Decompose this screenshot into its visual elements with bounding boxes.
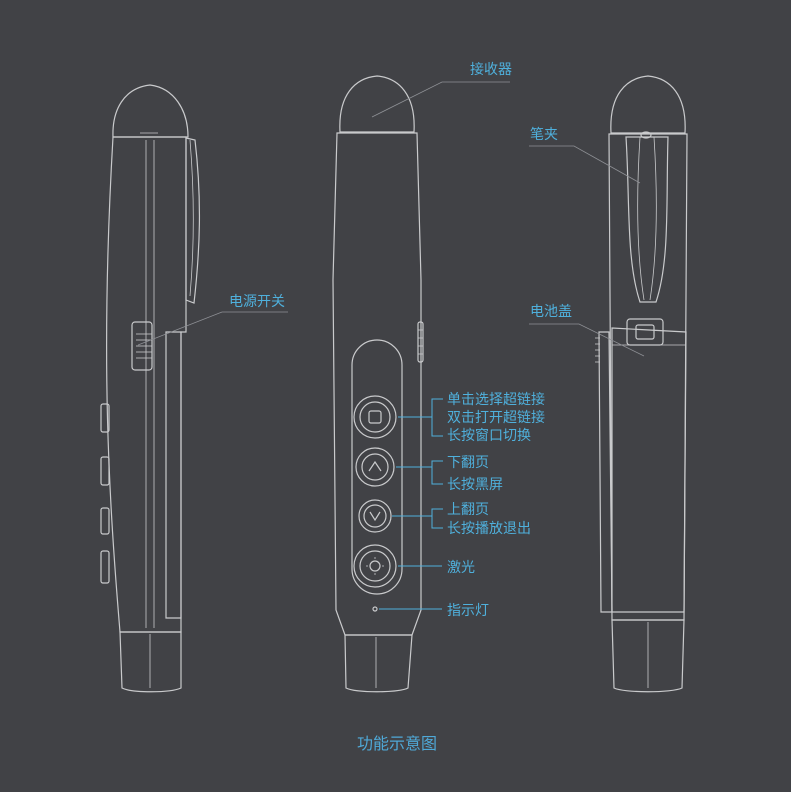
diagram-caption: 功能示意图: [357, 734, 437, 753]
label-battery-cover: 电池盖: [530, 304, 572, 320]
label-receiver: 接收器: [470, 61, 512, 78]
label-indicator: 指示灯: [447, 603, 489, 619]
label-power-switch: 电源开关: [229, 294, 285, 310]
side-view-pen: [100, 84, 288, 693]
label-page-up: 上翻页: [447, 502, 489, 518]
label-laser: 激光: [447, 559, 475, 576]
label-select-double-click: 双击打开超链接: [447, 409, 545, 426]
back-view-pen: [529, 75, 688, 693]
laser-button-drawing: [353, 544, 397, 588]
label-select-click: 单击选择超链接: [447, 391, 545, 408]
select-button-drawing: [353, 395, 397, 439]
front-view-pen: [332, 75, 510, 693]
label-black-screen: 长按黑屏: [447, 477, 503, 493]
up-button-drawing: [358, 499, 392, 533]
power-switch-ridges: [136, 333, 152, 359]
label-page-down: 下翻页: [447, 455, 489, 471]
down-button-drawing: [355, 447, 395, 487]
label-pen-clip: 笔夹: [530, 127, 558, 143]
label-play-exit: 长按播放退出: [447, 521, 531, 537]
label-select-long-press: 长按窗口切换: [447, 427, 531, 444]
